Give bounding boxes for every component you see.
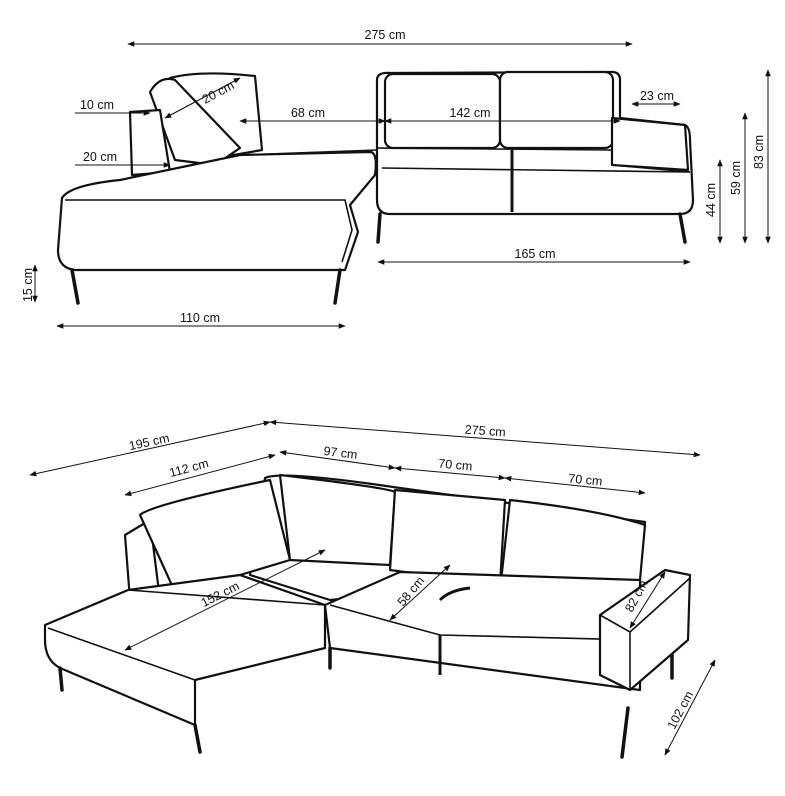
front-view-drawing: [56, 70, 695, 305]
dim-leg-height: 15 cm: [21, 268, 35, 302]
dim-arm-width: 23 cm: [640, 89, 674, 103]
dim-section-1: 97 cm: [323, 444, 358, 462]
dim-total-height: 83 cm: [752, 135, 766, 169]
dim-arm-side: 20 cm: [83, 150, 117, 164]
dim-chaise-back-width: 68 cm: [291, 106, 325, 120]
dim-chaise-length: 195 cm: [128, 431, 171, 453]
dim-total-width: 275 cm: [365, 28, 406, 42]
dim-seat-height: 44 cm: [704, 183, 718, 217]
dim-total-width-perspective: 275 cm: [464, 423, 506, 440]
perspective-view-drawing: [43, 473, 692, 759]
dim-seat-back-width: 142 cm: [450, 106, 491, 120]
dim-section-3: 70 cm: [568, 472, 603, 489]
dim-section-2: 70 cm: [438, 457, 473, 474]
dim-arm-top: 10 cm: [80, 98, 114, 112]
dim-chaise-back: 112 cm: [168, 456, 210, 480]
front-view-dimensions: 275 cm 83 cm 59 cm 44 cm 23 cm 68 cm 142…: [21, 28, 771, 329]
dim-chaise-width: 110 cm: [180, 311, 220, 325]
dim-sofa-width: 165 cm: [515, 247, 556, 261]
dim-arm-height: 59 cm: [729, 161, 743, 195]
